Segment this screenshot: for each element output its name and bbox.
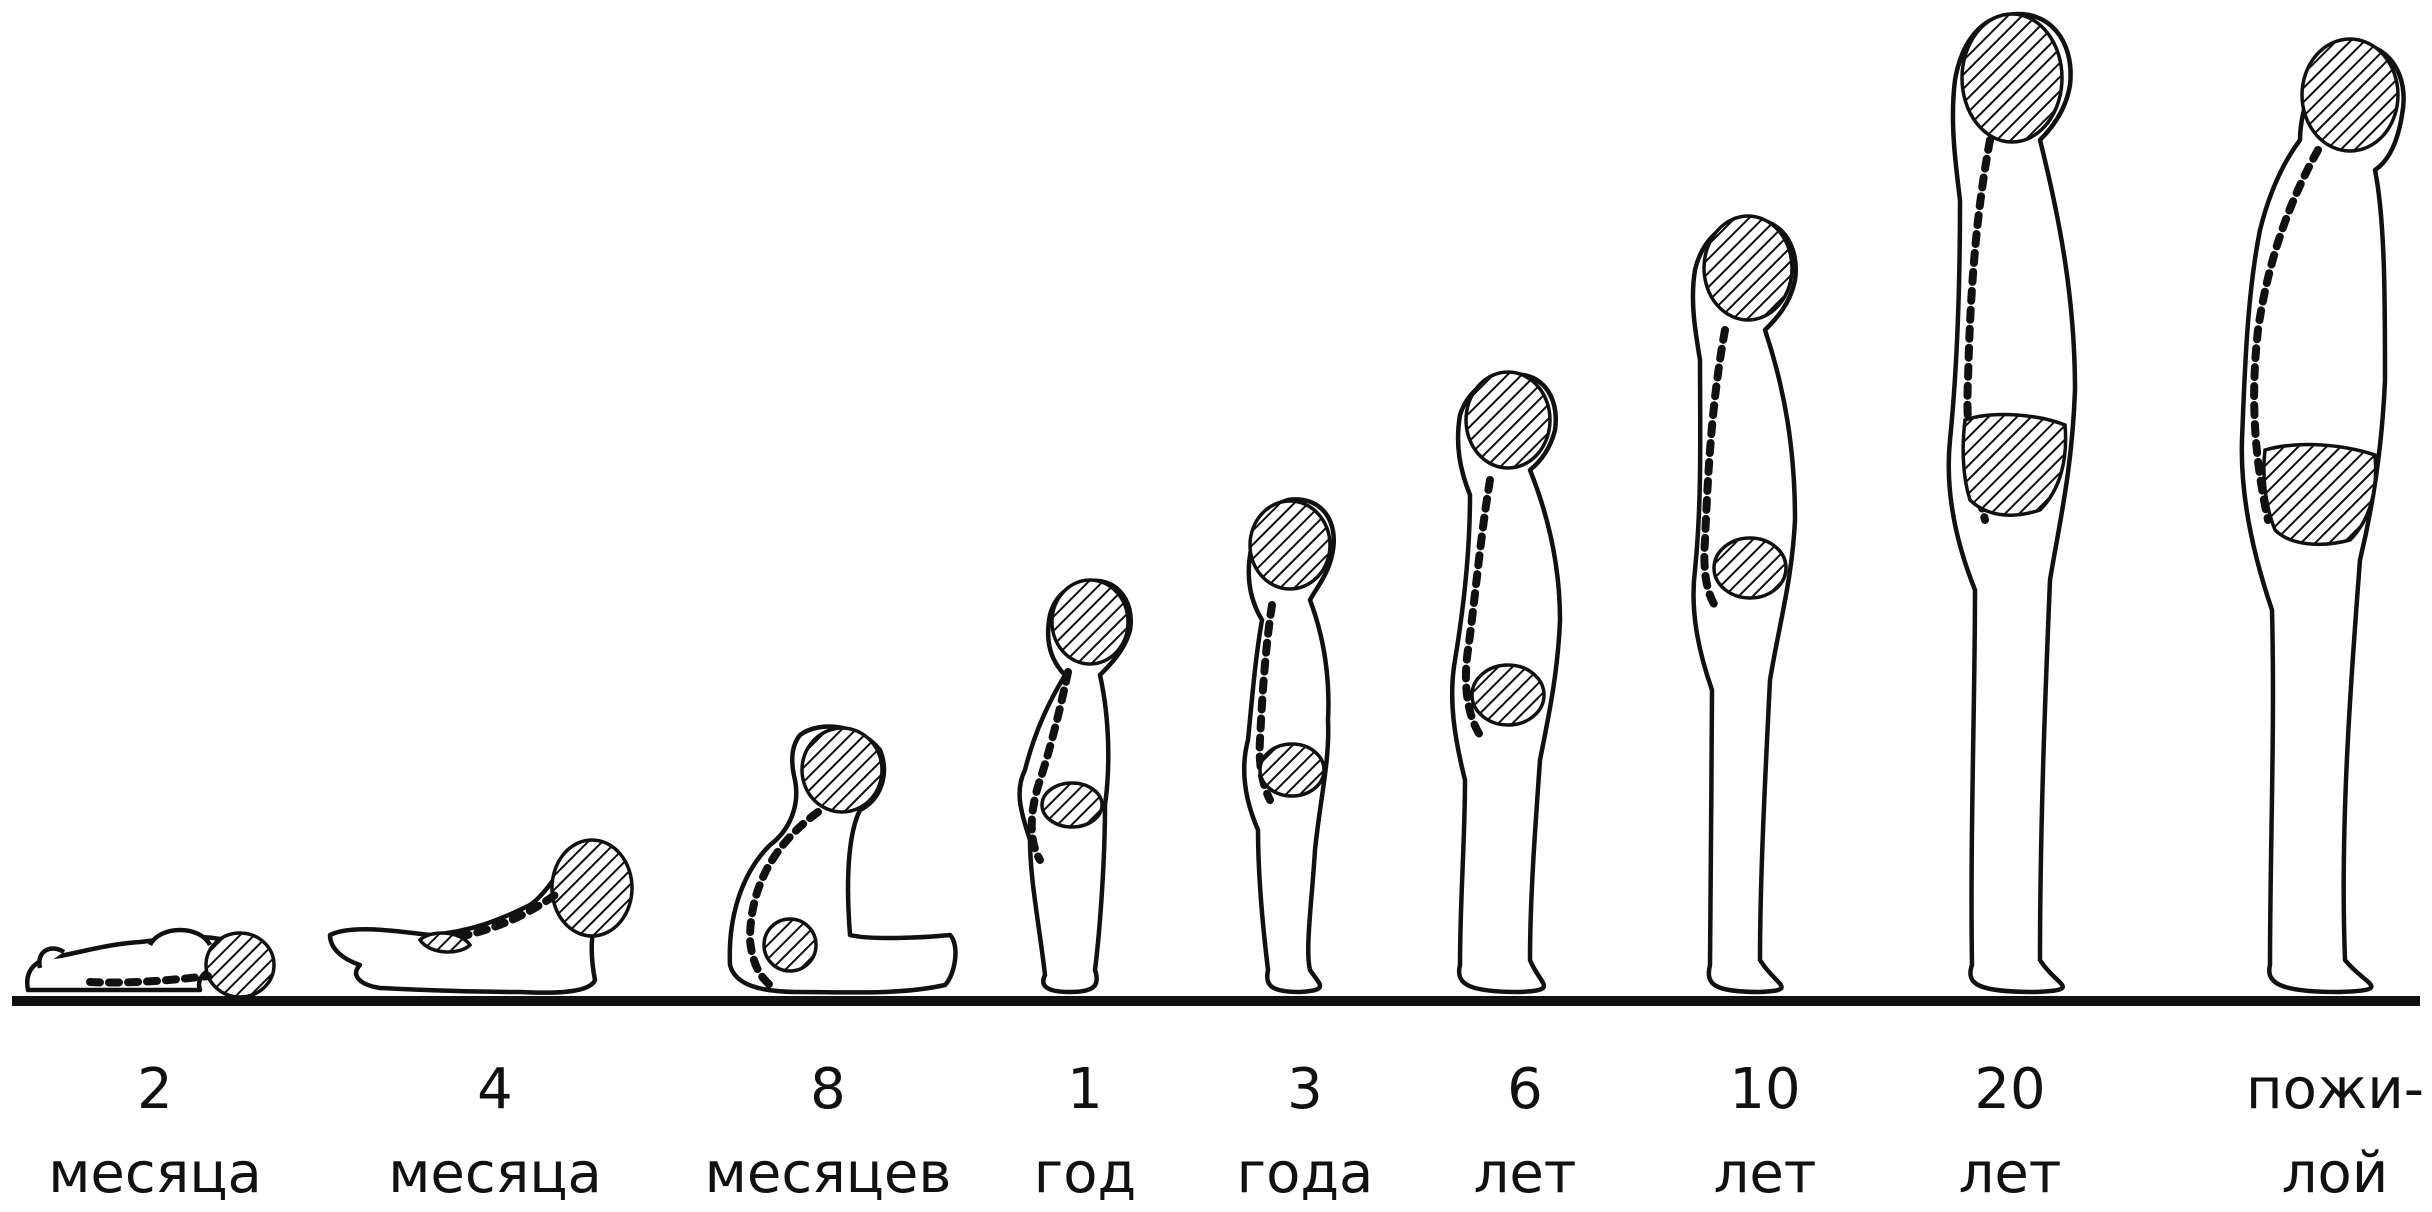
stage-label-1y-unit: год <box>1034 1141 1136 1206</box>
head-shading <box>552 840 632 936</box>
stage-labels: 2 месяца 4 месяца 8 месяцев 1 год 3 года… <box>48 1057 2424 1206</box>
stage-label-10y-unit: лет <box>1714 1141 1817 1206</box>
figure-20-years <box>1949 14 2075 992</box>
stage-label-3y-number: 3 <box>1287 1057 1323 1122</box>
head-shading <box>1250 501 1330 589</box>
stage-label-20y-unit: лет <box>1959 1141 2062 1206</box>
pelvis-shading <box>1472 665 1544 725</box>
stage-label-old-line2: лой <box>2282 1141 2388 1206</box>
stage-label-10y-number: 10 <box>1729 1057 1800 1122</box>
stage-label-2m-unit: месяца <box>48 1141 262 1206</box>
pelvis-shading <box>2264 445 2376 545</box>
head-shading <box>1962 14 2062 142</box>
stage-label-20y-number: 20 <box>1974 1057 2045 1122</box>
figure-2-months <box>27 930 274 997</box>
head-shading <box>802 728 882 812</box>
head-shading <box>1704 216 1792 320</box>
head-shading <box>2302 39 2398 151</box>
head-shading <box>1052 580 1128 664</box>
head-shading <box>1466 372 1550 468</box>
figure-3-years <box>1244 499 1334 992</box>
stage-label-2m-number: 2 <box>137 1057 173 1122</box>
stage-label-4m-unit: месяца <box>388 1141 602 1206</box>
figure-6-years <box>1452 372 1560 992</box>
pelvis-shading <box>1260 744 1324 796</box>
stage-label-8m-unit: месяцев <box>705 1141 952 1206</box>
stage-label-1y-number: 1 <box>1067 1057 1103 1122</box>
stage-label-6y-number: 6 <box>1507 1057 1543 1122</box>
pelvis-shading <box>1042 783 1102 827</box>
pelvis-shading <box>1714 538 1786 598</box>
pelvis-shading <box>764 919 816 971</box>
stage-label-old-line1: пожи- <box>2246 1057 2424 1122</box>
figure-4-months <box>330 840 632 993</box>
stage-label-4m-number: 4 <box>477 1057 513 1122</box>
figure-1-year <box>1020 580 1131 992</box>
figure-10-years <box>1693 216 1796 992</box>
ground-line <box>12 996 2420 1006</box>
figure-8-months <box>730 727 956 993</box>
stage-label-3y-unit: года <box>1237 1141 1374 1206</box>
stage-label-8m-number: 8 <box>810 1057 846 1122</box>
stage-label-6y-unit: лет <box>1474 1141 1577 1206</box>
pelvis-shading <box>1963 415 2065 516</box>
head-shading <box>206 933 274 997</box>
figure-elderly <box>2242 39 2404 992</box>
